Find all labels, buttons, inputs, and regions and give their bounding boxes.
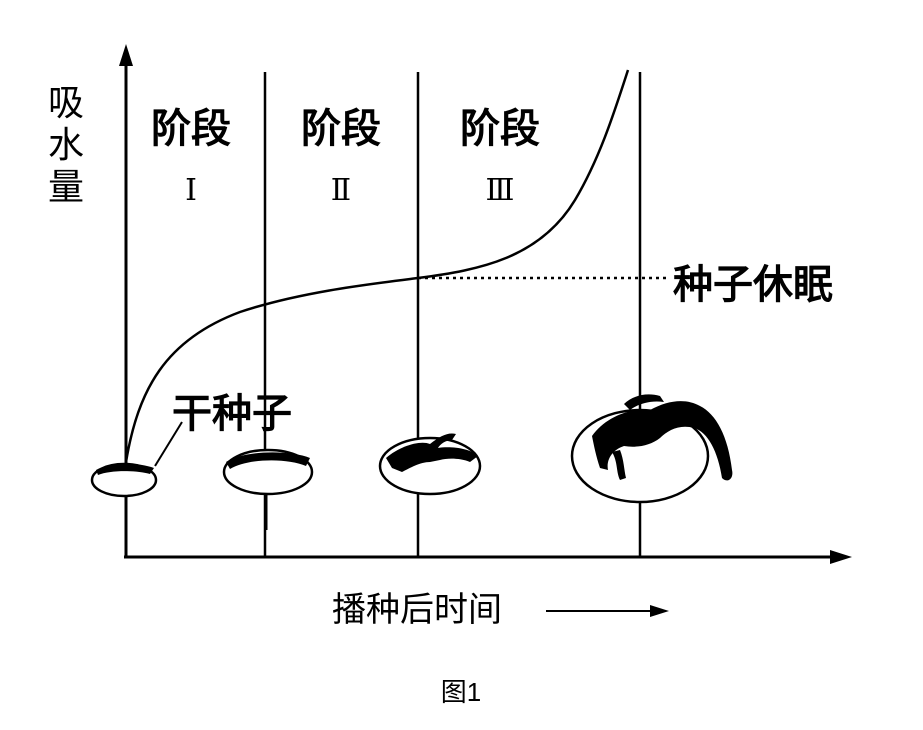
time-arrow-icon (546, 605, 669, 617)
y-axis-arrowhead (119, 44, 133, 66)
seed-dry-icon (90, 462, 158, 498)
stage-3-label: 阶段 (460, 106, 540, 152)
water-uptake-curve (124, 69, 630, 463)
y-axis-label-char-1: 吸 (48, 83, 84, 124)
y-axis-label: 吸 水 量 (48, 83, 84, 208)
stage-2-label: 阶段 (301, 106, 381, 152)
dry-seed-label: 干种子 (172, 391, 292, 437)
x-axis-arrowhead (830, 550, 852, 564)
stage-1-numeral: Ⅰ (185, 173, 197, 208)
x-axis-label: 播种后时间 (332, 590, 502, 630)
seed-germinating-icon (378, 433, 482, 496)
stage-2-numeral: Ⅱ (331, 173, 351, 208)
y-axis-label-char-2: 水 (48, 125, 84, 166)
seedling-icon (570, 394, 733, 504)
figure-caption: 图1 (441, 677, 481, 707)
y-axis-label-char-3: 量 (48, 167, 84, 208)
stage-3-numeral: Ⅲ (486, 173, 515, 208)
dormancy-label: 种子休眠 (673, 262, 833, 308)
seed-imbibed-icon (222, 448, 314, 530)
stage-1-label: 阶段 (151, 106, 231, 152)
stage-labels: 阶段 Ⅰ 阶段 Ⅱ 阶段 Ⅲ (151, 106, 540, 208)
dry-seed-leader-line (154, 421, 183, 467)
